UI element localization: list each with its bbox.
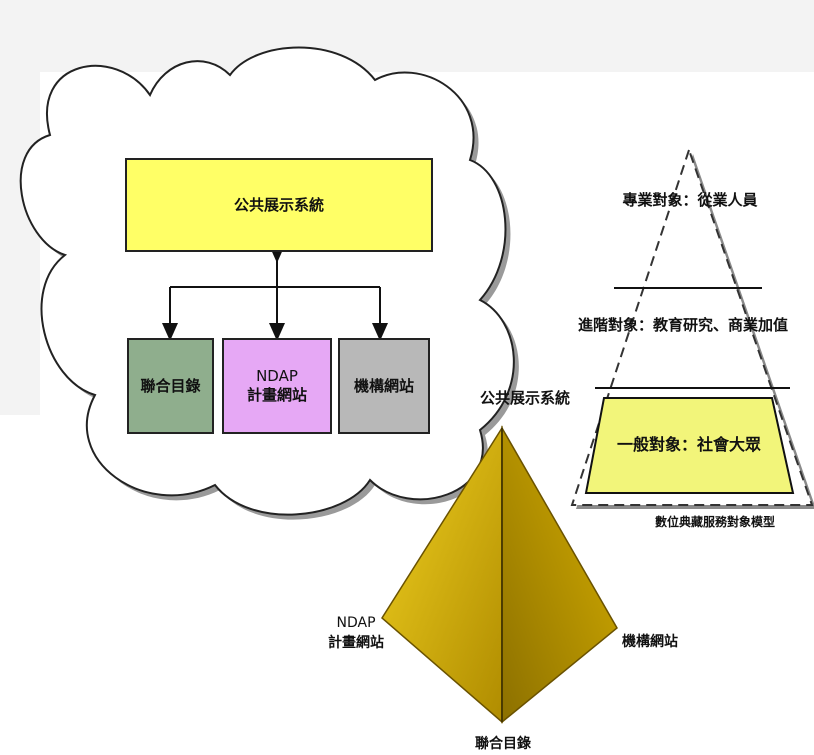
tier-advanced-label: 進階對象：教育研究、商業加值	[578, 316, 788, 334]
cloud-outline	[19, 46, 515, 516]
ndap-label-line2: 計畫網站	[246, 386, 307, 404]
pyramid-institution-label: 機構網站	[622, 633, 678, 650]
institution-site-label: 機構網站	[353, 376, 414, 395]
general-tier-fill	[584, 397, 795, 494]
pyramid-ndap-label-line1: NDAP	[336, 615, 375, 631]
public-display-system-box: 公共展示系統	[125, 158, 433, 252]
union-catalog-box: 聯合目錄	[127, 338, 214, 434]
tier-general-label: 一般對象：社會大眾	[617, 435, 761, 454]
public-display-system-label: 公共展示系統	[233, 195, 324, 214]
public-system-label: 公共展示系統	[480, 389, 570, 407]
institution-site-box: 機構網站	[338, 338, 430, 434]
ndap-label-line1: NDAP	[256, 367, 298, 386]
pyramid-union-catalog-label: 聯合目錄	[475, 735, 531, 752]
tier-professional-label: 專業對象：從業人員	[622, 191, 757, 209]
ndap-site-box: NDAP 計畫網站	[222, 338, 332, 434]
pyramid-ndap-label-line2: 計畫網站	[328, 634, 384, 651]
union-catalog-label: 聯合目錄	[140, 376, 201, 395]
service-model-caption: 數位典藏服務對象模型	[655, 514, 775, 529]
